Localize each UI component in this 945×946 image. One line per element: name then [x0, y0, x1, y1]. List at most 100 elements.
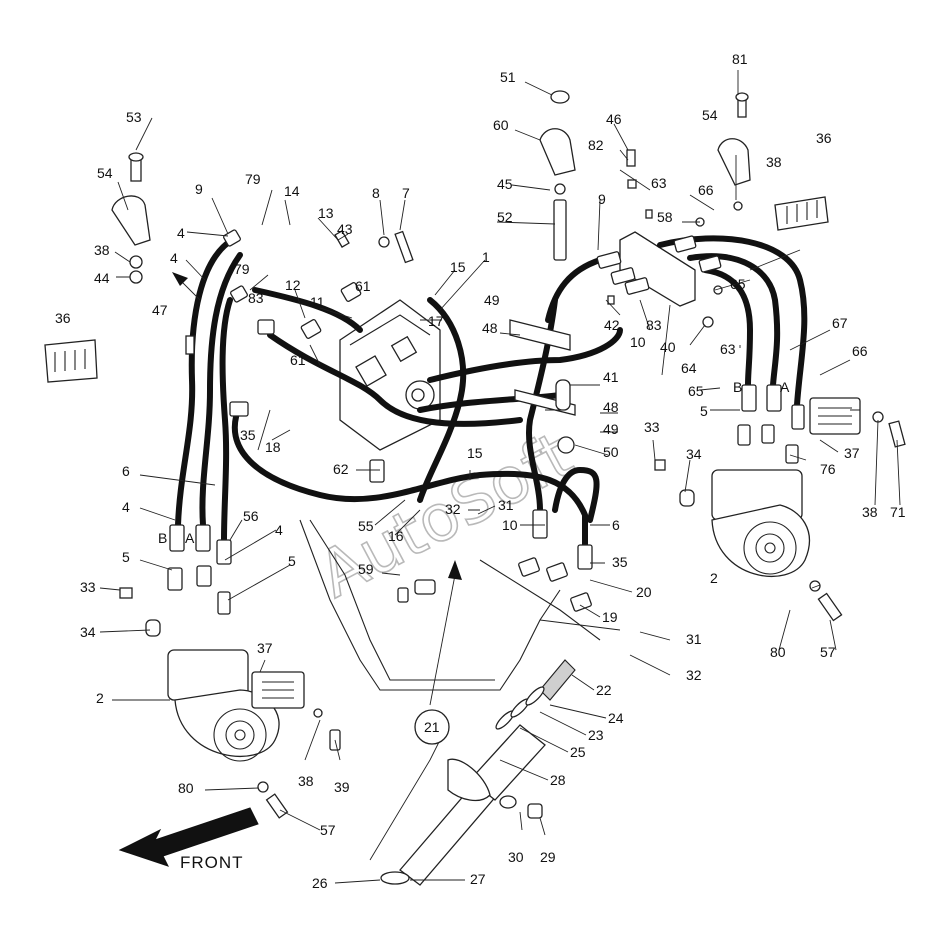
- callout-38-a: 38: [94, 242, 110, 258]
- clamps: [111, 128, 751, 416]
- front-arrow: FRONT: [118, 807, 259, 872]
- callout-83-b: 83: [646, 317, 662, 333]
- callout-19: 19: [602, 609, 618, 625]
- callout-9-a: 9: [195, 181, 203, 197]
- callout-55: 55: [358, 518, 374, 534]
- callout-63-a: 63: [651, 175, 667, 191]
- callout-83-a: 83: [248, 290, 264, 306]
- callout-36-a: 36: [55, 310, 71, 326]
- callout-21: 21: [424, 719, 440, 735]
- callout-61-b: 61: [290, 352, 306, 368]
- callout-24: 24: [608, 710, 624, 726]
- callout-26: 26: [312, 875, 328, 891]
- callout-76: 76: [820, 461, 836, 477]
- callout-2-left: 2: [96, 690, 104, 706]
- callout-18: 18: [265, 439, 281, 455]
- port-label-right-b: B: [733, 379, 742, 395]
- callout-48-b: 48: [603, 399, 619, 415]
- callout-2-right: 2: [710, 570, 718, 586]
- callout-49-b: 49: [603, 421, 619, 437]
- callout-46: 46: [606, 111, 622, 127]
- callout-6-b: 6: [612, 517, 620, 533]
- callout-29: 29: [540, 849, 556, 865]
- callout-16: 16: [388, 528, 404, 544]
- callout-51: 51: [500, 69, 516, 85]
- callout-5-c: 5: [700, 403, 708, 419]
- callout-59: 59: [358, 561, 374, 577]
- callout-32-b: 32: [686, 667, 702, 683]
- cover-plates: [44, 196, 829, 383]
- callout-15-b: 15: [467, 445, 483, 461]
- group-callout: 21: [172, 272, 621, 861]
- callout-33-b: 33: [644, 419, 660, 435]
- callout-25: 25: [570, 744, 586, 760]
- callout-65-b: 65: [688, 383, 704, 399]
- callout-5-a: 5: [122, 549, 130, 565]
- callout-27: 27: [470, 871, 486, 887]
- callout-48-a: 48: [482, 320, 498, 336]
- callout-23: 23: [588, 727, 604, 743]
- callout-7: 7: [402, 185, 410, 201]
- callout-38-d: 38: [298, 773, 314, 789]
- manifold-block: [619, 217, 723, 328]
- callout-81: 81: [732, 51, 748, 67]
- callout-28: 28: [550, 772, 566, 788]
- callout-79-b: 79: [234, 261, 250, 277]
- callout-31-a: 31: [498, 497, 514, 513]
- right-hydraulic-motor: [711, 397, 861, 578]
- callout-17: 17: [428, 313, 444, 329]
- callout-4-a: 4: [177, 225, 185, 241]
- callout-12: 12: [285, 277, 301, 293]
- callout-62: 62: [333, 461, 349, 477]
- hoses: [175, 235, 808, 548]
- callout-35-b: 35: [612, 554, 628, 570]
- callout-65-a: 65: [730, 276, 746, 292]
- callout-44: 44: [94, 270, 110, 286]
- callout-30: 30: [508, 849, 524, 865]
- callout-50: 50: [603, 444, 619, 460]
- callout-1: 1: [482, 249, 490, 265]
- callout-6-a: 6: [122, 463, 130, 479]
- callout-58: 58: [657, 209, 673, 225]
- callout-31-b: 31: [686, 631, 702, 647]
- frame-outline: [299, 519, 601, 691]
- callout-52: 52: [497, 209, 513, 225]
- callout-54-a: 54: [97, 165, 113, 181]
- callout-11: 11: [310, 294, 325, 310]
- callout-37-a: 37: [257, 640, 273, 656]
- callout-67: 67: [832, 315, 848, 331]
- hose-fittings: [169, 229, 805, 612]
- callout-82: 82: [588, 137, 604, 153]
- callout-37-b: 37: [844, 445, 860, 461]
- callout-35-a: 35: [240, 427, 256, 443]
- callout-38-b: 38: [766, 154, 782, 170]
- callout-71: 71: [890, 504, 906, 520]
- hardware: [119, 90, 906, 819]
- callout-53: 53: [126, 109, 142, 125]
- callout-63-b: 63: [720, 341, 736, 357]
- callout-numbers: 1 2 2 4 4 4 4 5 5 5 6 6 7 8 9 9 10 10 11…: [55, 51, 906, 891]
- callout-45: 45: [497, 176, 513, 192]
- left-hydraulic-motor: [167, 649, 305, 762]
- callout-9-b: 9: [598, 191, 606, 207]
- callout-10-b: 10: [502, 517, 518, 533]
- callout-41: 41: [603, 369, 619, 385]
- port-label-right-a: A: [780, 379, 790, 395]
- callout-66-a: 66: [698, 182, 714, 198]
- port-label-left-a: A: [185, 530, 195, 546]
- callout-57-b: 57: [820, 644, 836, 660]
- callout-4-b: 4: [170, 250, 178, 266]
- callout-38-c: 38: [862, 504, 878, 520]
- callout-10-a: 10: [630, 334, 646, 350]
- callout-60: 60: [493, 117, 509, 133]
- hydraulic-cylinder: [380, 659, 576, 886]
- callout-80-b: 80: [770, 644, 786, 660]
- callout-22: 22: [596, 682, 612, 698]
- callout-61-a: 61: [355, 278, 371, 294]
- front-label: FRONT: [180, 853, 244, 872]
- callout-49-a: 49: [484, 292, 500, 308]
- callout-34-b: 34: [686, 446, 702, 462]
- callout-36-b: 36: [816, 130, 832, 146]
- adapters: [167, 424, 799, 615]
